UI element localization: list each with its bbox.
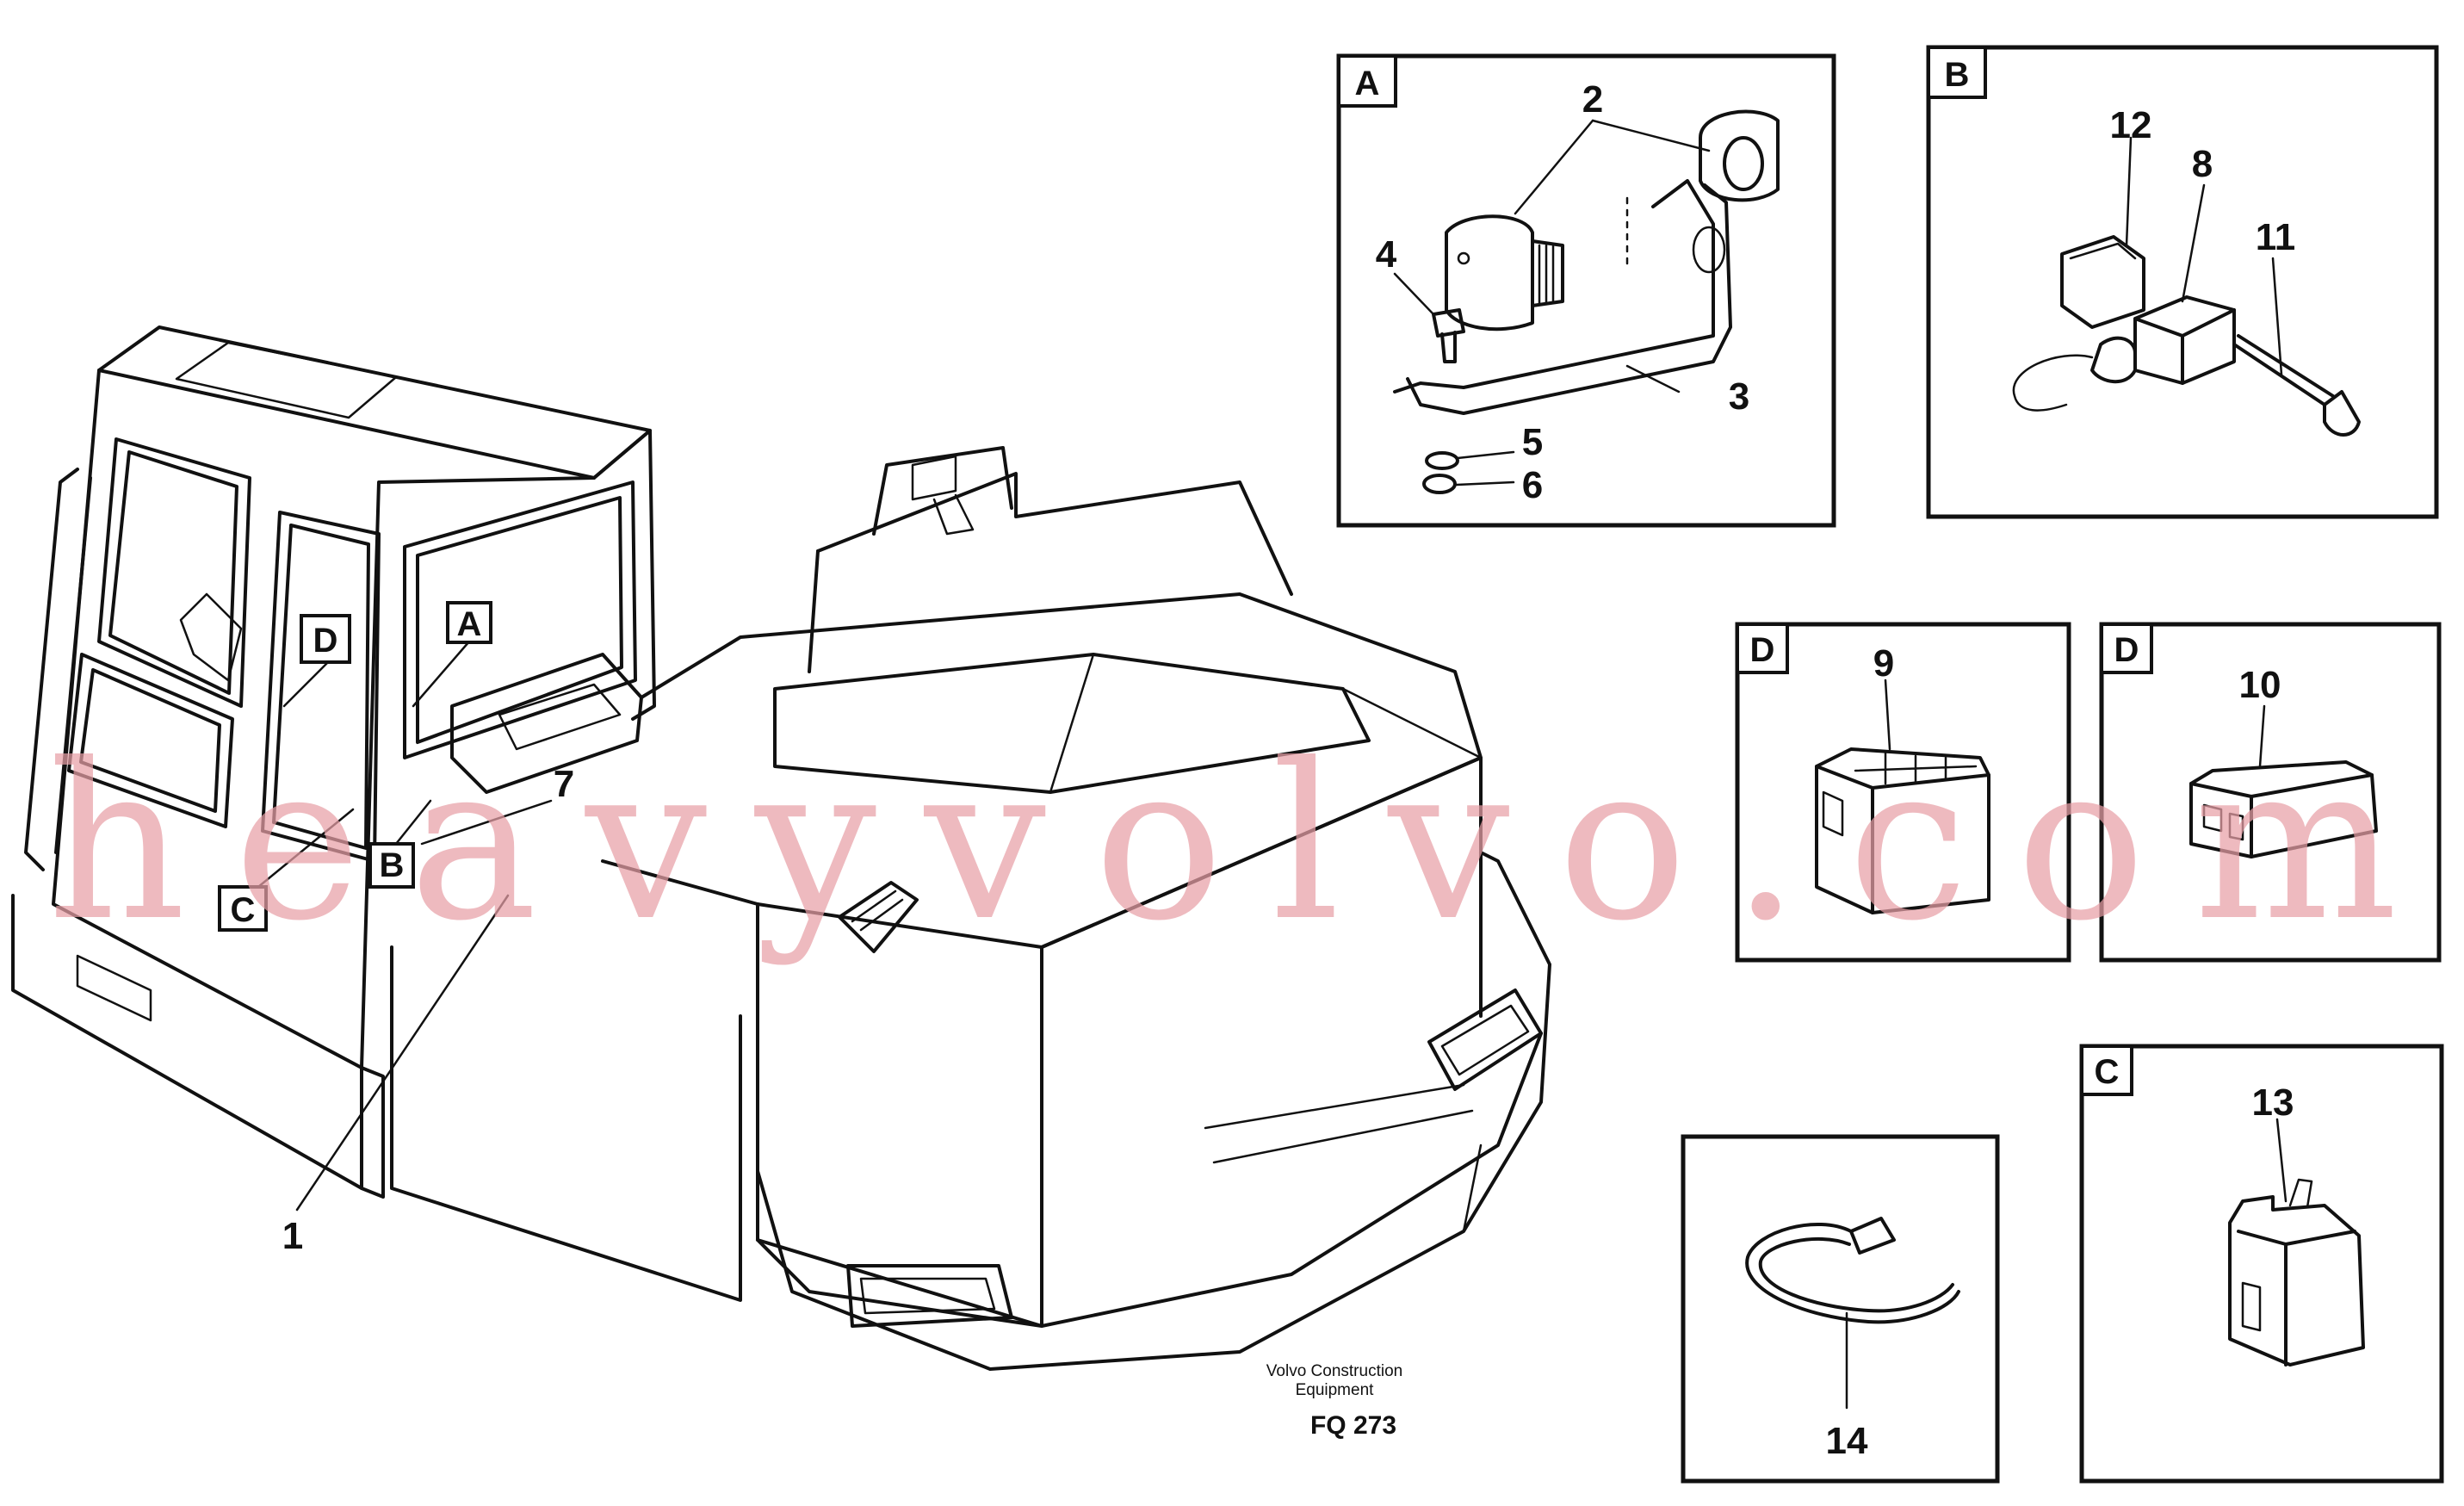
panel-A: A 2 4 3 5 6 [1336, 53, 1836, 528]
panel-cable-tie: 14 [1681, 1134, 2000, 1484]
panel-C-callout-13: 13 [2252, 1081, 2294, 1124]
panel-C: C 13 [2079, 1044, 2444, 1484]
panel-D-left: D 9 [1735, 622, 2071, 963]
main-tags: A D C B 7 1 [218, 601, 574, 1257]
tag-A-main-label: A [457, 605, 482, 643]
panel-C-tag: C [2095, 1053, 2120, 1091]
callout-7: 7 [554, 763, 574, 805]
figure-code: FQ 273 [1310, 1411, 1396, 1440]
panel-D-left-tag: D [1750, 631, 1775, 669]
panel-A-callout-2: 2 [1582, 78, 1603, 121]
panel-A-callout-4: 4 [1376, 233, 1397, 276]
panel-B-callout-8: 8 [2192, 143, 2213, 185]
tag-A-main [446, 601, 492, 644]
tag-C-main [218, 885, 268, 932]
panel-A-callout-3: 3 [1729, 375, 1749, 418]
panel-A-callout-6: 6 [1522, 464, 1543, 506]
tag-D-main [300, 614, 351, 664]
panel-A-callout-5: 5 [1522, 421, 1543, 463]
tag-C-main-label: C [231, 891, 256, 929]
callout-1: 1 [282, 1215, 303, 1257]
credit-block: Volvo Construction Equipment FQ 273 [1266, 1362, 1402, 1440]
credit-line2: Equipment [1296, 1381, 1375, 1399]
panel-B-tag: B [1945, 56, 1970, 94]
credit-line1: Volvo Construction [1266, 1362, 1402, 1380]
panel-cable-tie-callout-14: 14 [1826, 1420, 1868, 1462]
tag-B-main [368, 842, 415, 889]
panel-B-callout-12: 12 [2110, 104, 2152, 146]
panel-A-tag: A [1355, 65, 1380, 102]
panel-D-right-tag: D [2114, 631, 2139, 669]
panel-D-right-callout-10: 10 [2239, 664, 2281, 706]
tag-B-main-label: B [380, 846, 405, 884]
panel-B-callout-11: 11 [2256, 216, 2296, 258]
excavator-drawing [11, 325, 1551, 1371]
panel-B: B 12 8 11 [1926, 45, 2439, 519]
tag-D-main-label: D [313, 622, 338, 660]
panel-D-left-callout-9: 9 [1873, 642, 1894, 685]
panel-D-right: D 10 [2099, 622, 2442, 963]
